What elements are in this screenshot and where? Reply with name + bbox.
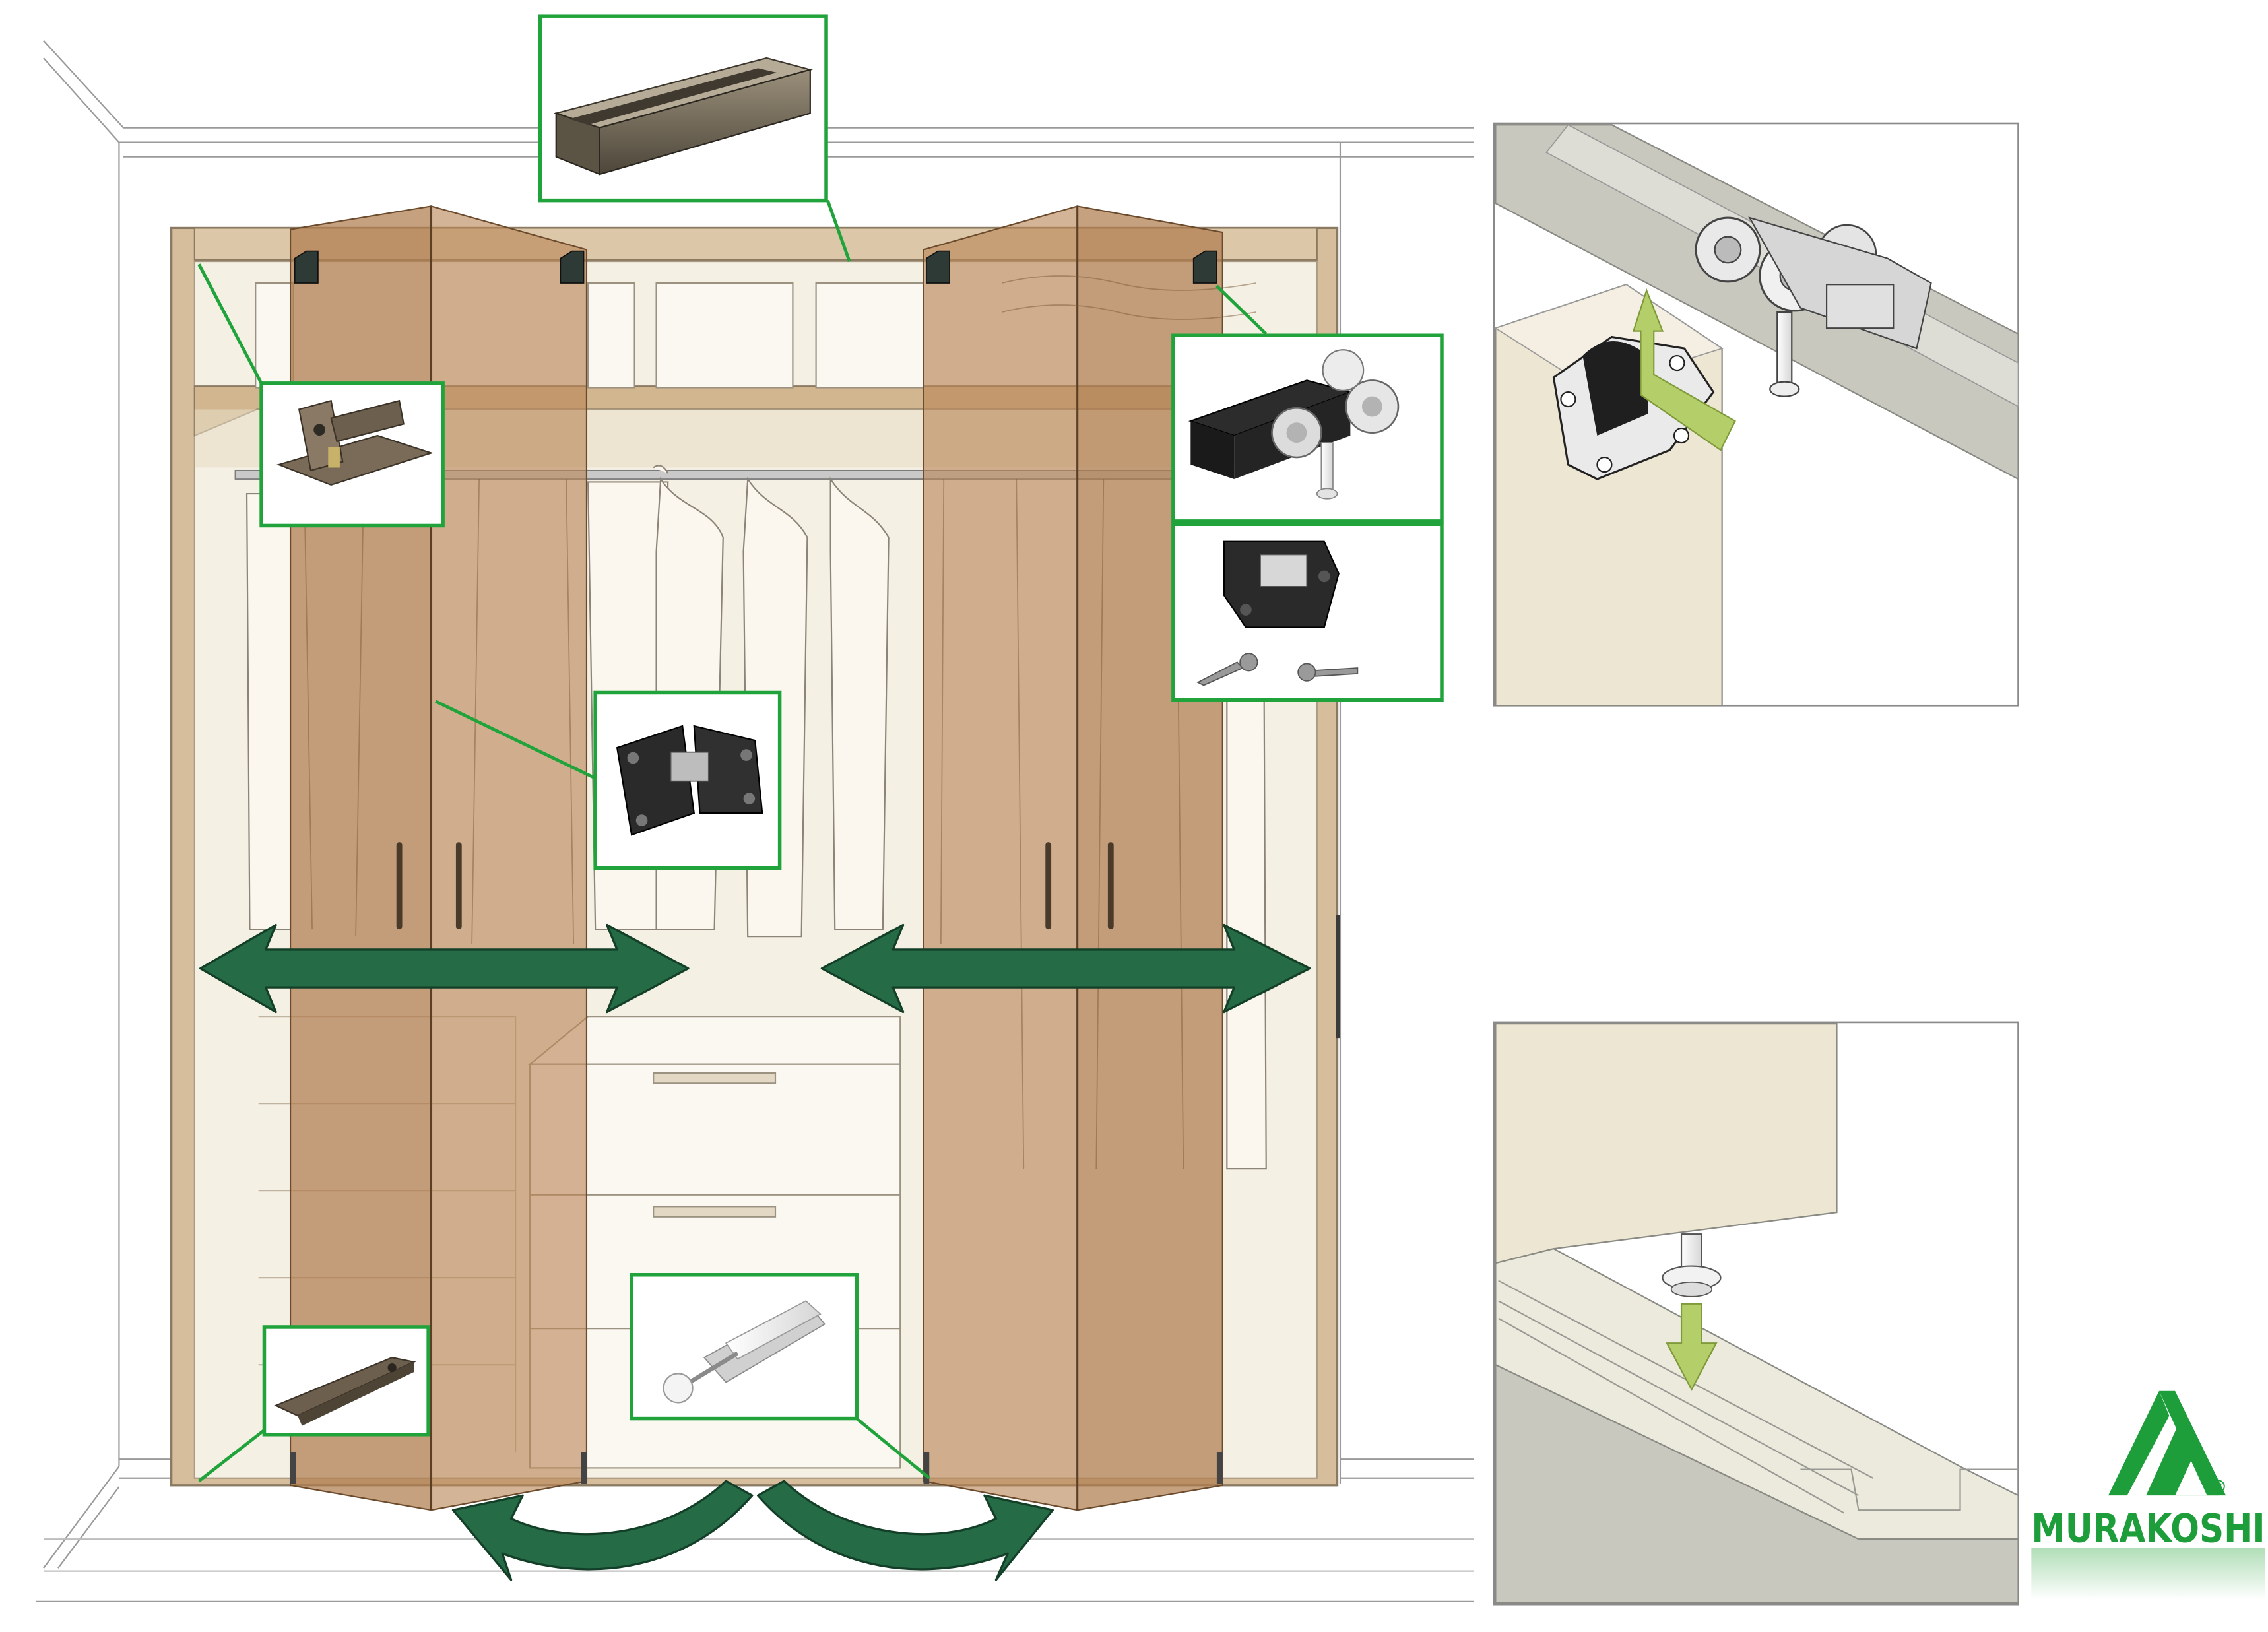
top-hardware-markers bbox=[294, 250, 1217, 284]
room-outline bbox=[36, 40, 1474, 1602]
door-handle bbox=[1045, 842, 1052, 930]
top-track-rail-callout bbox=[538, 14, 828, 203]
callout-leader-lines bbox=[197, 199, 1268, 1483]
sliding-direction-arrows bbox=[199, 923, 1311, 1581]
roller-carriage-callout bbox=[1171, 333, 1444, 523]
swing-arrow-right-icon bbox=[756, 1480, 1054, 1581]
guide-pin-icon bbox=[663, 1300, 826, 1404]
track-rail-icon bbox=[553, 57, 814, 176]
top-pivot-bracket-callout bbox=[259, 381, 445, 528]
guide-pin-icon bbox=[1662, 1233, 1722, 1297]
door-handle bbox=[1107, 842, 1114, 930]
guide-pin-callout bbox=[630, 1273, 859, 1421]
top-roller-installation-detail bbox=[1493, 122, 2019, 707]
screw-icon bbox=[1196, 653, 1359, 686]
bottom-guide-installation-detail bbox=[1493, 1021, 2019, 1606]
double-arrow-right-icon bbox=[820, 923, 1311, 1014]
pivot-bracket-icon bbox=[276, 399, 434, 486]
roller-carriage-icon bbox=[1695, 216, 1932, 397]
murakoshi-logo: ® MURAKOSHI bbox=[2031, 1390, 2265, 1600]
roller-carriage-icon bbox=[1188, 349, 1400, 500]
hinge-icon bbox=[616, 725, 763, 836]
up-arrow-icon bbox=[1632, 288, 1736, 451]
mounting-plate-icon bbox=[1223, 540, 1340, 628]
down-arrow-icon bbox=[1666, 1303, 1718, 1391]
swing-arrow-left-icon bbox=[451, 1480, 754, 1581]
door-panel bbox=[923, 205, 1078, 1511]
bottom-pivot-callout bbox=[262, 1325, 430, 1437]
door-handle bbox=[455, 842, 462, 930]
registered-mark: ® bbox=[2210, 1477, 2227, 1497]
mounting-plate-screws-callout bbox=[1171, 522, 1444, 702]
door-handle bbox=[396, 842, 403, 930]
double-arrow-left-icon bbox=[199, 923, 690, 1014]
concealed-hinge-callout bbox=[593, 690, 782, 870]
bottom-hardware-markers bbox=[290, 1452, 1223, 1484]
logo-wordmark: MURAKOSHI bbox=[2031, 1507, 2265, 1552]
storage-boxes bbox=[255, 282, 924, 389]
bottom-pivot-icon bbox=[274, 1357, 416, 1426]
door-panel bbox=[430, 205, 588, 1511]
bifold-door-left-pair bbox=[289, 205, 588, 1511]
logo-mark-icon bbox=[2108, 1390, 2226, 1496]
